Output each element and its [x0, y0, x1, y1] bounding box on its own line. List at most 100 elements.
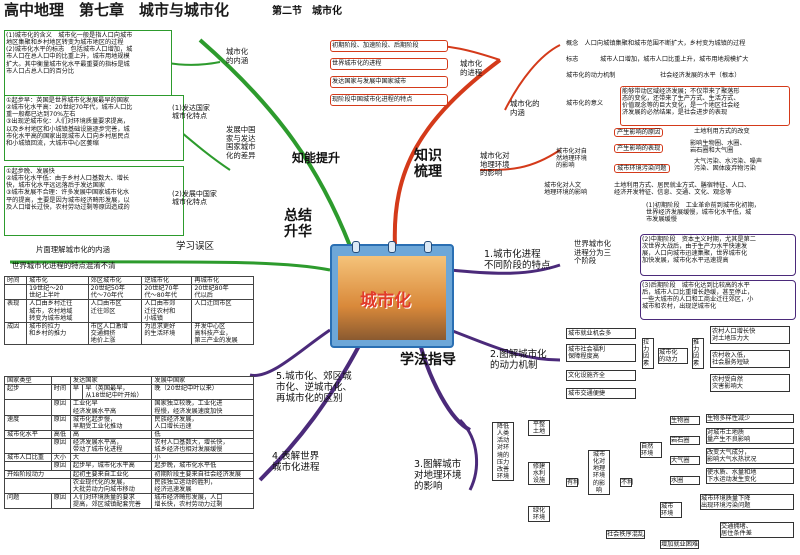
compare-node-5: 5.城市化、郊区城 市化、逆城市化、 再城市化的区别 — [276, 371, 353, 404]
social-effect: 社会秩序混乱 — [606, 530, 646, 540]
definition-node: 城市化 的内涵 — [226, 47, 249, 65]
nat-item: 产生影响的表现 — [614, 144, 664, 154]
table-cell: 工业化早 经济发展水平高 — [69, 399, 153, 416]
red-line-meaning — [504, 44, 561, 111]
center-card: 城市化 — [330, 241, 454, 348]
sphere: 水圈 — [670, 476, 700, 486]
table-cell: 人们对环境质量的要求 提高，郊区城镇配套完善 — [69, 492, 153, 510]
branch-knowledge-line — [392, 58, 502, 247]
branch-knowledge: 知识 梳理 — [414, 148, 442, 181]
developed-node: (1)发达国家 城市化特点 — [172, 104, 210, 121]
table-header: 时间 — [3, 275, 28, 286]
world-table: 国家类型 发达国家 发展中国家 起步 时间 早 早（英国最早， 从18世纪中叶开… — [4, 375, 254, 510]
table-cell: 民族独立运动的胜利， 经济迅速发展 — [151, 477, 254, 494]
process-item: 初期阶段、加速阶段、后期阶段 — [330, 40, 448, 52]
city-effect: 城市环境质量下降 出现环境污染问题 — [700, 494, 794, 511]
significance-text: 能够带动区域经济发展；不仅带来了聚落形 态的变化，还带来了生产方式、生活方式、 … — [620, 86, 790, 126]
table-cell: 大小 — [50, 453, 71, 463]
table-row-label: 成因 — [3, 321, 28, 346]
table-cell: 小 — [151, 453, 254, 463]
table-cell: 城市的拉力 和乡村的推力 — [26, 321, 89, 346]
env-node: 城市化对 地理环境 的影响 — [480, 151, 510, 178]
table-cell: 城市化起步慢， 早期受工业化推动 — [69, 414, 153, 431]
center-label: 城市化 — [360, 291, 411, 311]
table-cell: 开发中心区 高科技产业， 第三产业的发展 — [191, 321, 254, 346]
binder-ring — [352, 241, 360, 253]
table-cell: 原因 — [50, 399, 71, 416]
table-header: 郊区城市化 — [87, 275, 143, 286]
significance-label: 城市化的意义 — [566, 100, 604, 107]
table-cell: 人口迁回市区 — [191, 299, 254, 323]
social-effect: 增加就业困难 — [660, 540, 700, 550]
table-cell: 市区人口激增 交通拥挤 地价上涨 — [87, 321, 143, 346]
table-cell: 起步早，城市化水平高 — [69, 461, 153, 471]
sphere: 岩石圈 — [670, 436, 700, 446]
table-cell: 问题 — [4, 492, 52, 510]
sphere: 大气圈 — [670, 456, 700, 466]
driving-node: 2.图解城市化 的动力机制 — [490, 349, 547, 371]
table-cell: 大 — [69, 453, 153, 463]
natural-node: 城市化对自 然地理环境 的影响 — [556, 148, 587, 170]
table-header: 发展中国家 — [151, 375, 254, 386]
table-cell: 城市化水平 — [4, 429, 52, 440]
red-line-env — [479, 149, 561, 171]
table-cell: 开始阶段动力 — [4, 469, 71, 479]
world-node: 4.表解世界 城市化进程 — [272, 451, 320, 473]
table-cell: 晚（20世纪中叶以来） — [151, 384, 254, 401]
table-cell: 时间 — [50, 384, 71, 401]
table-cell — [4, 461, 52, 471]
env-diagram-node: 3.图解城市 对地理环境 的影响 — [414, 459, 462, 492]
table-cell: 高低 — [50, 429, 71, 440]
compare-table: 时间 城市化 郊区城市化 逆城市化 再城市化 19世纪～20 世纪上半叶 20世… — [3, 275, 254, 346]
pull-factor: 城市交通便捷 — [566, 388, 636, 400]
branch-ability-line — [198, 38, 352, 247]
indicator-text: 城市人口增加，城市人口比重上升，城市用地规模扩大 — [600, 56, 749, 63]
sphere-effect: 使水质、水量和地 下水运动发生变化 — [706, 468, 794, 485]
stages-sub: 世界城市化 进程分为三 个阶段 — [574, 239, 611, 266]
branch-env-line — [458, 418, 479, 491]
branch-summary-line — [9, 260, 331, 272]
branch-summary: 总结 升华 — [284, 208, 312, 241]
table-cell: 低 — [151, 429, 254, 440]
table-cell: 早（英国最早， 从18世纪中叶开始） — [82, 384, 153, 401]
env-center: 城市 化对 地理 环境 的影 响 — [588, 450, 610, 495]
table-cell: 20世纪70年 代～80年代 — [141, 284, 193, 301]
sphere-effect: 改变大气成分， 影响大气水热状况 — [706, 448, 794, 465]
nat-item: 大气污染、水污染、噪声 污染、固体废弃物污染 — [694, 158, 763, 173]
pull-factor: 城市社会福利 保障程度高 — [566, 344, 636, 363]
meaning-node: 城市化的 内涵 — [510, 99, 540, 117]
table-cell: 为追求更好 的生活环境 — [141, 321, 193, 346]
review-label: 学习误区 — [176, 241, 215, 252]
table-cell: 农业现代化的发展， 大批劳动力向城市移动 — [69, 477, 153, 494]
table-cell: 起初主要来自工业化 — [69, 469, 153, 479]
binder-ring — [388, 241, 396, 253]
table-cell: 原因 — [50, 461, 71, 471]
table-cell: 城市人口比重 — [4, 453, 52, 463]
table-row-label: 表现 — [3, 299, 28, 323]
error-1: 片面理解城市化的内涵 — [36, 245, 110, 254]
table-cell: 原因 — [50, 492, 71, 510]
concept: 概念 人口向城镇集聚和城市范围不断扩大，乡村变为城镇的过程 — [566, 40, 746, 47]
nat-item: 土地利用方式的改变 — [694, 128, 750, 135]
env-natural: 自然 环境 — [640, 442, 662, 459]
branch-driving-line — [449, 328, 561, 362]
env-left-col: 降低 人类 活动 对环 境的 压力 改善 环境 — [492, 422, 514, 481]
pull-factor: 文化设施齐全 — [566, 370, 636, 382]
stage-3: (3)后期阶段 城市化达到比较高的水平 后，城市人口比重增长趋缓，甚至停止， 一… — [640, 280, 796, 320]
nat-item: 产生影响的原因 — [614, 128, 664, 138]
table-cell: 农村人口基数大，增长快， 城乡经济也相对发展缓慢 — [151, 437, 254, 455]
sphere: 生物圈 — [670, 416, 700, 426]
pull-factor: 城市就业机会多 — [566, 328, 636, 340]
developing-node: (2)发展中国家 城市化特点 — [172, 190, 217, 207]
table-header: 再城市化 — [191, 275, 254, 286]
human-node: 城市化对人文 地理环境的影响 — [544, 182, 588, 197]
human-text: 土地利用方式、居民就业方式、膳宿特征、人口、 经济开发特征、信息、交通、文化、观… — [614, 182, 751, 197]
table-cell: 起步 — [4, 384, 52, 401]
branch-stage-line — [449, 263, 561, 275]
push-label: 推 力 因 素 — [692, 338, 704, 369]
sphere-effect: 生物多样性减少 — [706, 414, 794, 424]
table-cell: 起步晚，城市化水平低 — [151, 461, 254, 471]
table-header: 国家类型 — [4, 375, 52, 386]
city-effect: 交通拥堵、 居住条件差 — [720, 522, 794, 539]
env-option: 绿化 环境 — [528, 506, 550, 523]
